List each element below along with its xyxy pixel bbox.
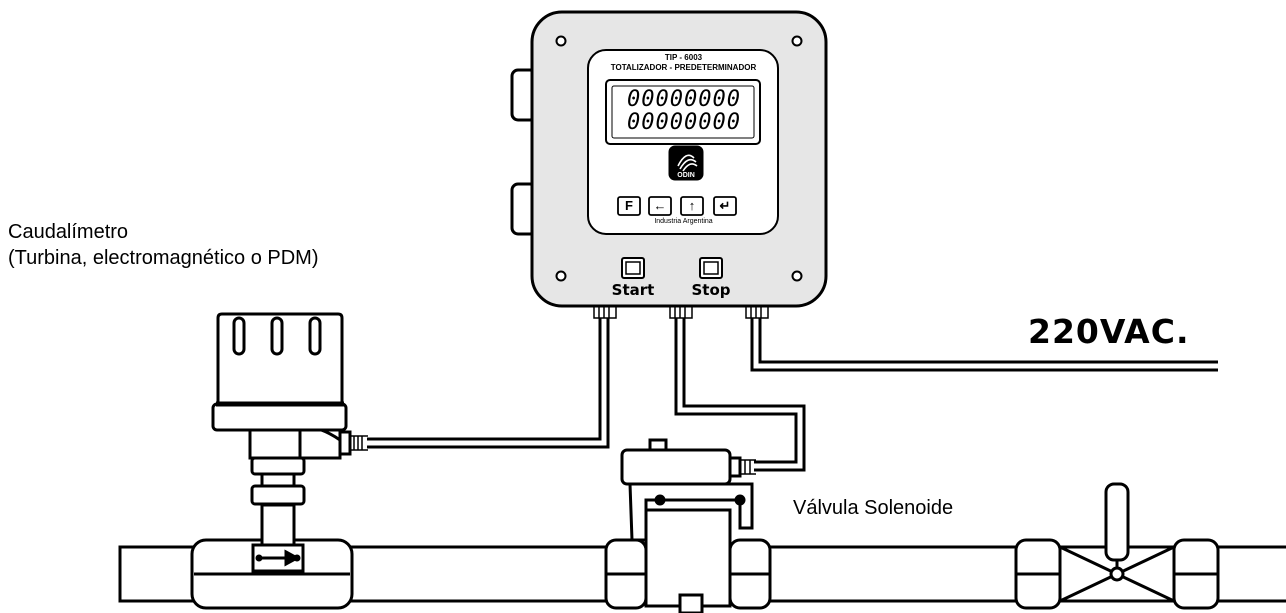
flow-meter (190, 312, 368, 610)
manual-valve (1014, 482, 1220, 610)
brand-logo-text: ODIN (677, 172, 695, 179)
solenoid-valve (604, 438, 772, 613)
enter-key[interactable]: ↵ (719, 198, 731, 213)
controller-subtitle: TOTALIZADOR - PREDETERMINADOR (610, 63, 757, 72)
lcd-display-line-2: 00000000 (627, 110, 741, 135)
function-key[interactable]: F (625, 198, 633, 213)
flow-meter-label-types: (Turbina, electromagnético o PDM) (8, 247, 319, 269)
origin-text: Industria Argentina (654, 218, 713, 225)
power-supply-label: 220VAC. (1028, 312, 1190, 351)
solenoid-valve-label: Válvula Solenoide (793, 497, 954, 519)
cables (367, 318, 1218, 472)
stop-button-label[interactable]: Stop (691, 281, 731, 299)
controller-model-number: TIP - 6003 (664, 53, 703, 62)
lcd-display-line-1: 00000000 (627, 87, 741, 112)
flow-meter-label-title: Caudalímetro (8, 221, 129, 243)
left-arrow-key[interactable]: ← (653, 198, 667, 213)
controller-enclosure (510, 10, 828, 308)
start-button-label[interactable]: Start (611, 281, 655, 299)
flow-meter-label: Caudalímetro (Turbina, electromagnético … (8, 219, 319, 271)
up-arrow-key[interactable]: ↑ (688, 198, 696, 213)
controller-model: TIP - 6003 TOTALIZADOR - PREDETERMINADOR (591, 53, 776, 73)
